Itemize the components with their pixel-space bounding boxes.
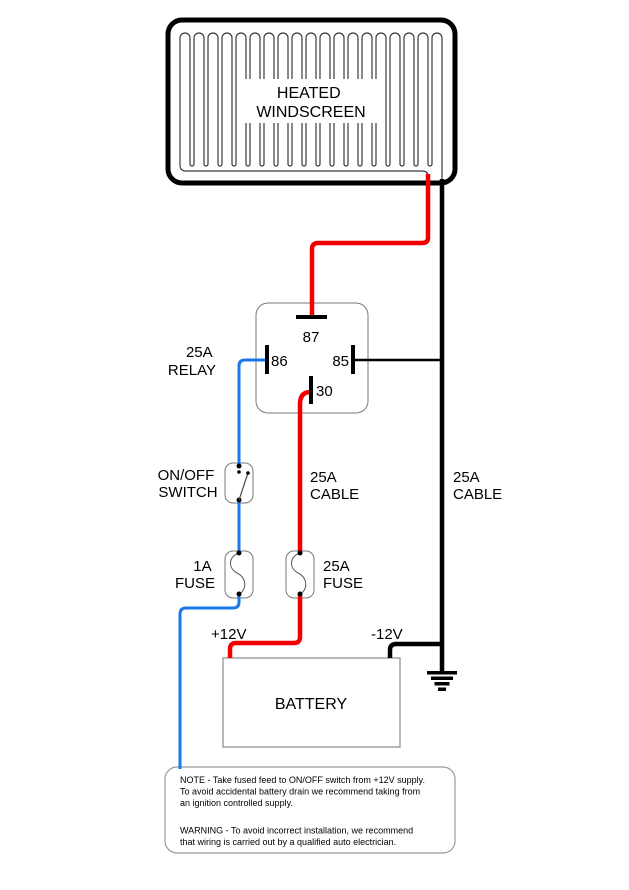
relay-label: 25A RELAY	[168, 344, 216, 379]
note-line-3: an ignition controlled supply.	[180, 798, 293, 808]
fuse-25a-bottom-dot	[297, 591, 303, 597]
switch-label: ON/OFF SWITCH	[158, 467, 219, 501]
note-box	[164, 766, 456, 854]
fuse-1a-element	[230, 552, 246, 595]
heated-windscreen: HEATED WINDSCREEN	[165, 17, 458, 186]
wire-blue-relay-86-to-switch	[237, 358, 266, 465]
note-line-1: NOTE - Take fused feed to ON/OFF switch …	[180, 775, 425, 785]
wire-red-windscreen-to-relay-87	[309, 174, 431, 315]
relay-terminal-86-label: 86	[271, 353, 288, 370]
warning-line-2: that wiring is carried out by a qualifie…	[180, 837, 396, 847]
fuse-1a-top-dot	[236, 550, 242, 556]
switch-top-terminal-dot	[236, 463, 242, 469]
notes: NOTE - Take fused feed to ON/OFF switch …	[180, 775, 425, 847]
red-cable-label: 25A CABLE	[310, 469, 359, 503]
windscreen-label-backing	[237, 79, 385, 123]
windscreen-label: HEATED WINDSCREEN	[256, 85, 365, 121]
battery-label: BATTERY	[275, 696, 348, 713]
fuse-1a: 1A FUSE	[175, 550, 246, 597]
fuse-25a-top-dot	[297, 550, 303, 556]
switch-arm	[238, 472, 249, 501]
battery-body	[222, 657, 401, 748]
black-cable-label: 25A CABLE	[453, 469, 502, 503]
battery-positive-label: +12V	[211, 626, 246, 643]
fuse-1a-bottom-dot	[236, 591, 242, 597]
wire-red-fuse-to-battery-positive	[227, 595, 303, 658]
fuse-25a: 25A FUSE	[291, 550, 363, 597]
fuse-25a-element	[291, 552, 307, 595]
switch-arm-tip-dot	[246, 471, 250, 475]
on-off-switch: ON/OFF SWITCH	[158, 463, 250, 503]
switch-fixed-contact-dot	[237, 470, 241, 474]
relay-terminal-85-label: 85	[332, 353, 349, 370]
relay: 87 86 85 30 25A RELAY	[168, 315, 355, 404]
ground-symbol	[427, 671, 457, 691]
battery: BATTERY +12V -12V	[211, 626, 403, 713]
fuse-1a-label: 1A FUSE	[175, 558, 215, 592]
fuse-25a-label: 25A FUSE	[323, 558, 363, 592]
warning-line-1: WARNING - To avoid incorrect installatio…	[180, 826, 413, 836]
wire-blue-fuse-to-note	[178, 595, 241, 769]
windscreen-heating-element	[179, 32, 443, 184]
relay-terminal-30-label: 30	[316, 383, 333, 400]
relay-terminal-87-label: 87	[303, 329, 320, 346]
wire-black-battery-negative	[387, 641, 441, 658]
wire-red-relay-30-to-fuse	[297, 389, 310, 552]
note-line-2: To avoid accidental battery drain we rec…	[180, 787, 420, 797]
battery-negative-label: -12V	[371, 626, 403, 643]
switch-body	[224, 462, 254, 504]
